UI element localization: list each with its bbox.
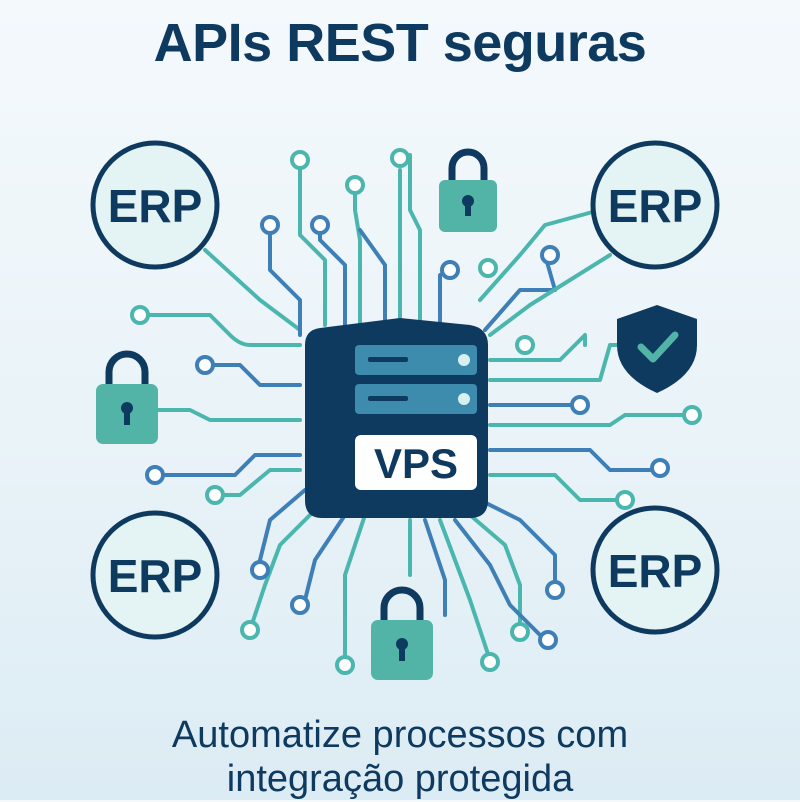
circuit-line: [453, 518, 547, 642]
subtitle-line-2: integração protegida: [226, 758, 574, 800]
vps-label: VPS: [374, 440, 458, 487]
connector-dot: [145, 465, 165, 485]
lock-icon: [371, 586, 433, 680]
connector-dot: [195, 355, 215, 375]
circuit-line: [303, 513, 347, 602]
erp-label: ERP: [608, 545, 703, 597]
circuit-line: [358, 228, 387, 327]
connector-dot: [290, 595, 310, 615]
erp-node-top-left: ERP: [90, 140, 220, 270]
circuit-line: [438, 518, 492, 662]
circuit-line: [488, 413, 692, 427]
circuit-line: [138, 313, 302, 347]
connector-dot: [478, 258, 498, 278]
connector-dot: [615, 490, 635, 510]
connector-dot: [130, 305, 150, 325]
connector-dot: [682, 405, 702, 425]
circuit-line: [478, 498, 557, 592]
circuit-line: [343, 513, 367, 664]
circuit-line: [153, 453, 302, 477]
connector-dot: [390, 148, 410, 168]
circuit-line: [488, 333, 587, 362]
vps-label-box: [355, 435, 477, 490]
erp-node-bottom-left: ERP: [90, 510, 220, 640]
lock-icon: [96, 350, 158, 444]
connector-dot: [335, 655, 355, 675]
page-title: APIs REST seguras: [153, 13, 647, 73]
circuit-line: [488, 473, 627, 502]
connector-dot: [310, 215, 330, 235]
connector-dot: [540, 245, 560, 265]
circuit-line: [248, 503, 322, 632]
connector-dot: [290, 150, 310, 170]
server-drive: [355, 345, 477, 375]
connector-dot: [240, 620, 260, 640]
erp-node-bottom-right: ERP: [590, 505, 720, 635]
subtitle-line-1: Automatize processos com: [171, 714, 629, 756]
connector-dot: [260, 215, 280, 235]
circuit-line: [423, 518, 447, 617]
circuit-line: [268, 223, 302, 337]
connector-dot: [205, 485, 225, 505]
connector-dot: [570, 395, 590, 415]
connector-dot: [345, 175, 365, 195]
server-drive: [355, 384, 477, 414]
connector-dot: [440, 260, 460, 280]
circuit-line: [488, 253, 612, 337]
circuit-line: [483, 253, 557, 332]
connector-dot: [250, 560, 270, 580]
connector-dot: [538, 630, 558, 650]
circuit-line: [148, 408, 302, 422]
connector-dot: [480, 652, 500, 672]
circuit-line: [298, 158, 327, 327]
circuit-line: [488, 448, 662, 472]
circuit-line: [408, 153, 422, 327]
circuit-line: [213, 468, 302, 497]
circuit-line: [258, 488, 307, 572]
circuit-line: [203, 248, 302, 332]
circuit-line: [468, 513, 522, 632]
circuit-line: [478, 208, 602, 302]
erp-label: ERP: [108, 550, 203, 602]
erp-label: ERP: [108, 180, 203, 232]
lock-icon: [439, 148, 497, 232]
shield-check-icon: [617, 305, 697, 393]
erp-label: ERP: [608, 180, 703, 232]
circuit-line: [203, 363, 302, 387]
connector-dot: [515, 335, 535, 355]
server-icon: VPS: [305, 318, 488, 518]
connector-dot: [510, 622, 530, 642]
circuit-line: [353, 183, 362, 327]
connector-dot: [650, 458, 670, 478]
erp-node-top-right: ERP: [590, 140, 720, 270]
connector-dot: [545, 580, 565, 600]
